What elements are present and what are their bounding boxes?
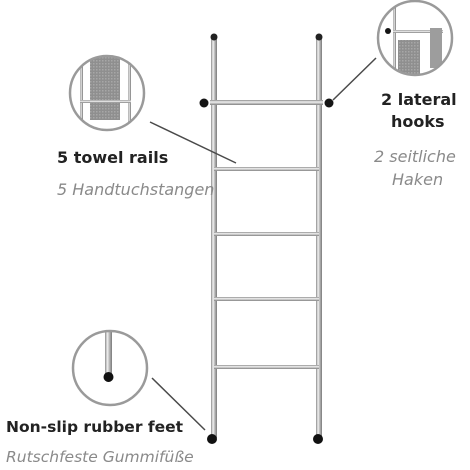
hooks-label-de-line1: 2 seitliche	[374, 147, 456, 166]
lateral-hook	[199, 98, 209, 108]
pointer-line-rails	[149, 121, 237, 164]
pointer-line-feet	[151, 377, 206, 431]
detail-circle-feet	[71, 329, 149, 407]
left-pole-top-cap	[210, 33, 218, 41]
pointer-line-hooks	[332, 57, 377, 101]
right-pole-top-cap	[315, 33, 323, 41]
towel-illustration	[90, 56, 120, 120]
towel-rail	[214, 365, 319, 369]
towel-rails-label-en: 5 towel rails	[57, 148, 169, 167]
ladder	[199, 33, 334, 444]
detail-circle-towel-rails	[68, 54, 146, 132]
towel-illustration	[398, 40, 420, 75]
towel-rails-label-de: 5 Handtuchstangen	[57, 180, 215, 199]
hooks-label-de-line2: Haken	[392, 170, 444, 189]
lateral-hook	[324, 98, 334, 108]
detail-circle-hooks	[376, 0, 454, 77]
rubber-foot	[313, 434, 323, 444]
hooks-label-en-line1: 2 lateral	[381, 90, 457, 109]
feet-label-de: Rutschfeste Gummifüße	[6, 448, 194, 466]
hooks-label-en-line2: hooks	[391, 112, 445, 131]
rubber-foot	[207, 434, 217, 444]
feet-label-en: Non-slip rubber feet	[6, 418, 184, 436]
towel-rail	[214, 167, 319, 171]
ladder-left-pole	[211, 37, 217, 438]
towel-rail	[210, 100, 323, 105]
ladder-right-pole	[316, 37, 322, 438]
towel-rail	[214, 297, 319, 301]
towel-rail	[214, 232, 319, 236]
